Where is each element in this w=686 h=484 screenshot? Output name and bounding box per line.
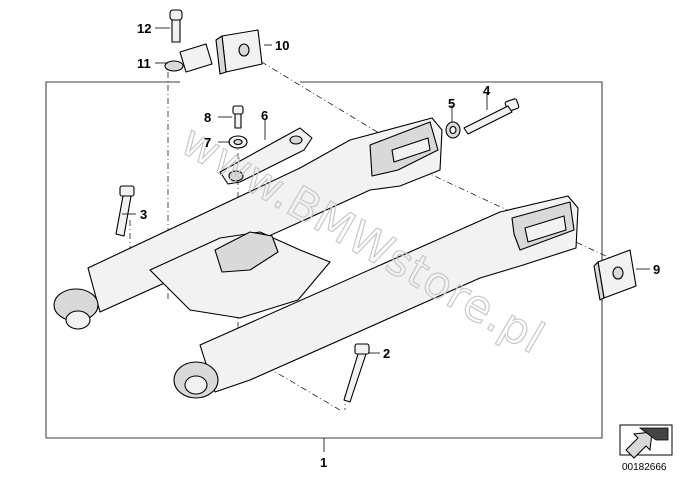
diagram-id-box: 00182666 (619, 424, 673, 473)
part-number-9: 9 (653, 262, 660, 277)
part-number-2: 2 (383, 346, 390, 361)
part-number-11: 11 (137, 56, 151, 71)
part-number-8: 8 (204, 110, 211, 125)
screw-upper-icon (115, 185, 135, 237)
clamp-washer-icon (164, 43, 213, 73)
leader-lines (122, 27, 650, 452)
nut-icon (445, 121, 461, 139)
adjuster-bolt-icon (463, 98, 520, 135)
frame-outline (45, 81, 180, 438)
diagram-id: 00182666 (622, 462, 667, 473)
part-number-6: 6 (261, 108, 268, 123)
clamp-screw-icon (169, 9, 183, 43)
swinging-arm (53, 117, 579, 399)
screw-lower-icon (343, 343, 370, 403)
part-number-5: 5 (448, 96, 455, 111)
slide-block-right-icon (593, 249, 637, 301)
bracket-icon (219, 127, 313, 185)
direction-arrow-icon (625, 431, 653, 459)
part-numbers: 12 11 10 8 6 7 5 4 3 9 2 1 (137, 21, 660, 470)
part-number-7: 7 (204, 135, 211, 150)
part-number-4: 4 (483, 83, 491, 98)
small-screw-icon (232, 105, 244, 129)
part-number-10: 10 (275, 38, 289, 53)
part-number-1: 1 (320, 455, 327, 470)
slide-block-left-icon (215, 29, 263, 75)
part-number-3: 3 (140, 207, 147, 222)
part-number-12: 12 (137, 21, 151, 36)
